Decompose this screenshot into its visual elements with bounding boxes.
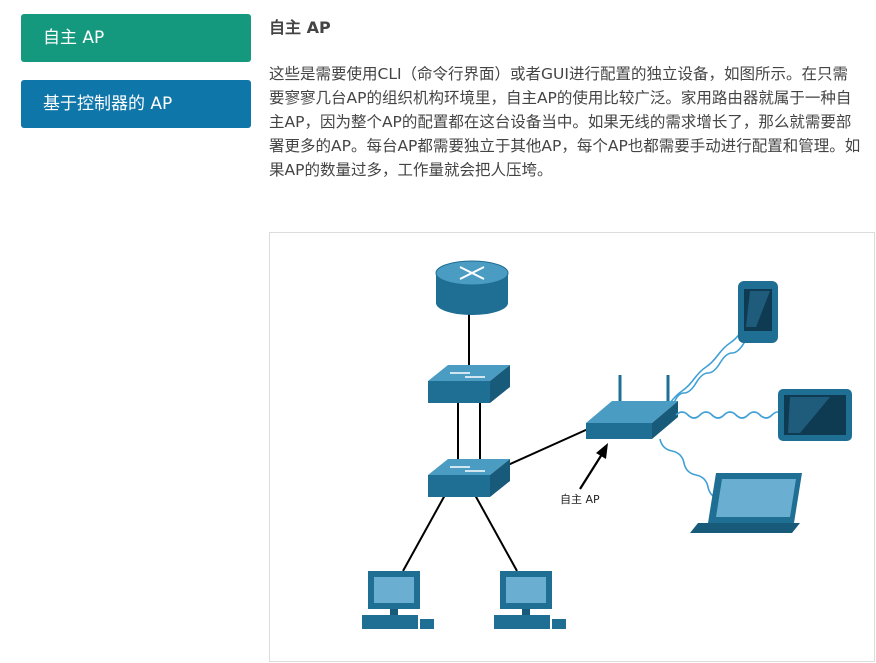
section-paragraph: 这些是需要使用CLI（命令行界面）或者GUI进行配置的独立设备，如图所示。在只需… [269, 65, 861, 179]
network-diagram: 自主 AP [269, 232, 875, 662]
autonomous-ap-callout-label: 自主 AP [560, 493, 600, 506]
access-point-icon [586, 375, 678, 439]
pc-icon-left [362, 571, 434, 629]
router-icon [435, 260, 509, 315]
pc-icon-right [494, 571, 566, 629]
switch-ap-link [507, 428, 589, 466]
smartphone-icon [738, 281, 778, 343]
laptop-icon [690, 473, 802, 533]
switch-pc1-link [402, 494, 446, 572]
tablet-icon [778, 389, 852, 441]
section-title: 自主 AP [269, 18, 331, 37]
tab-controller-based-ap[interactable]: 基于控制器的 AP [21, 80, 251, 128]
diagram-svg [362, 260, 852, 629]
switch-pc2-link [474, 494, 518, 572]
links [402, 308, 589, 572]
signal-to-tablet [675, 411, 783, 419]
callout-arrow [579, 443, 608, 490]
switch-bottom-icon [428, 459, 510, 497]
signal-to-phone-b [673, 330, 757, 404]
switch-top-icon [428, 365, 510, 403]
tab-autonomous-ap[interactable]: 自主 AP [21, 14, 251, 62]
